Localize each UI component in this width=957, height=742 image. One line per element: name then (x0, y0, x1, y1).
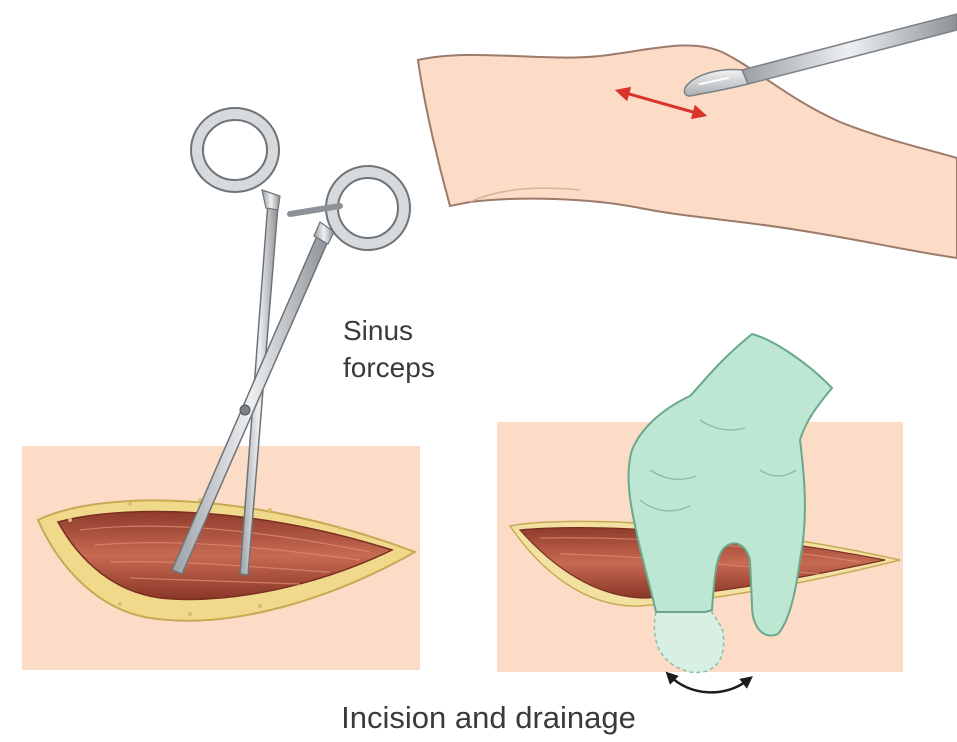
limb-skin (418, 45, 957, 258)
sweep-double-arrow (670, 676, 748, 692)
instrument-label-line1: Sinus (343, 312, 435, 349)
digital-exploration-panel (497, 334, 903, 692)
instrument-label-line2: forceps (343, 349, 435, 386)
instrument-label: Sinus forceps (343, 312, 435, 386)
figure-caption: Incision and drainage (0, 700, 957, 736)
forceps-panel (22, 114, 420, 670)
limb-panel (418, 14, 957, 258)
